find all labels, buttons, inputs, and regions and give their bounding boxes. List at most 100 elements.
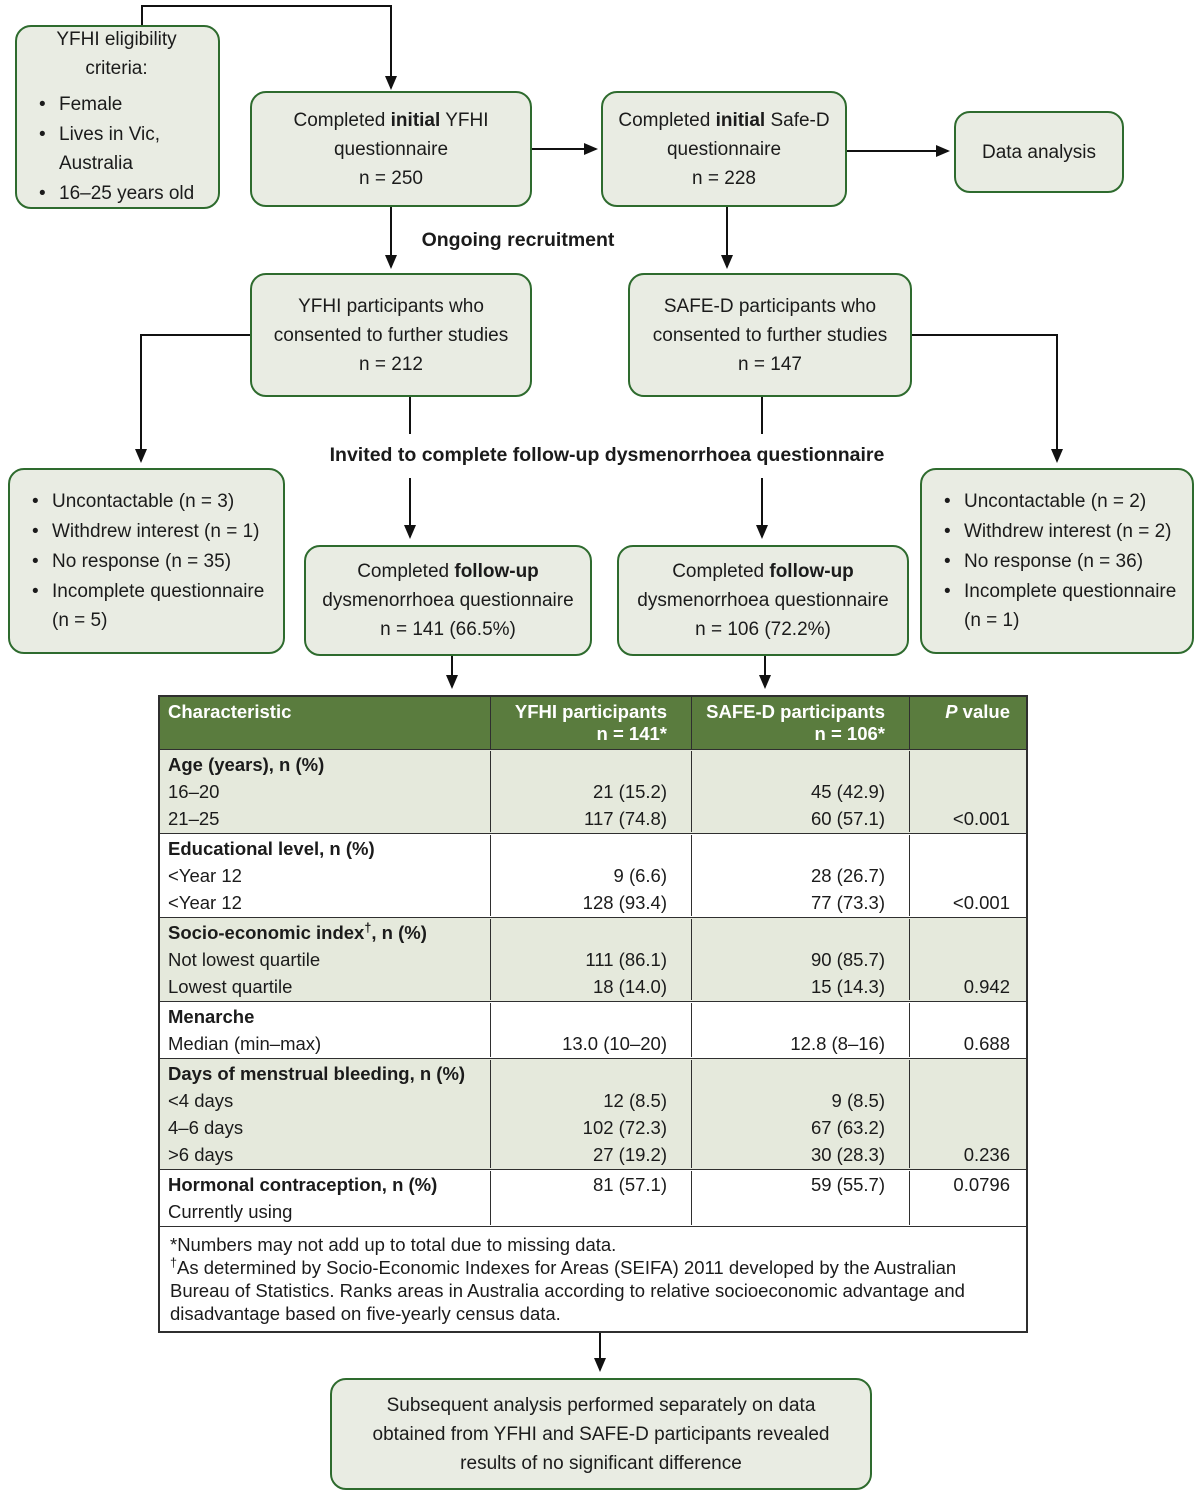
table-cell: 111 (86.1) xyxy=(490,946,691,973)
characteristics-table: Characteristic YFHI participants n = 141… xyxy=(158,695,1028,1333)
table-cell xyxy=(490,1060,691,1087)
table-cell: 0.0796 xyxy=(909,1171,1024,1198)
table-cell: Lowest quartile xyxy=(168,976,293,997)
table-cell xyxy=(909,919,1024,946)
table-footnotes: *Numbers may not add up to total due to … xyxy=(160,1226,1026,1331)
table-cell: 30 (28.3) xyxy=(691,1141,909,1168)
table-cell: 18 (14.0) xyxy=(490,973,691,1000)
table-cell: 67 (63.2) xyxy=(691,1114,909,1141)
box-line: Completed follow-up xyxy=(357,561,539,582)
eligibility-criteria-box: YFHI eligibility criteria: Female Lives … xyxy=(15,25,220,209)
box-line: dysmenorrhoea questionnaire xyxy=(322,590,574,611)
table-cell: 128 (93.4) xyxy=(490,889,691,916)
box-line: n = 141 (66.5%) xyxy=(380,619,516,640)
safed-exclusions-box: Uncontactable (n = 2) Withdrew interest … xyxy=(920,468,1194,654)
table-cell: <0.001 xyxy=(909,889,1024,916)
table-cell xyxy=(490,1198,691,1225)
list-item: Incomplete questionnaire (n = 5) xyxy=(30,577,269,635)
table-cell xyxy=(691,751,909,778)
box-line: consented to further studies xyxy=(652,324,888,346)
table-row: Socio-economic index†, n (%) xyxy=(160,919,1026,946)
eligibility-bullet-list: Female Lives in Vic, Australia 16–25 yea… xyxy=(29,89,204,209)
table-cell xyxy=(691,919,909,946)
table-cell xyxy=(909,1198,1024,1225)
invited-followup-label: Invited to complete follow-up dysmenorrh… xyxy=(329,444,885,466)
list-item: No response (n = 36) xyxy=(942,547,1178,576)
table-cell: 16–20 xyxy=(168,781,220,802)
table-cell xyxy=(691,1003,909,1030)
table-cell: 13.0 (10–20) xyxy=(490,1030,691,1057)
box-line: n = 147 xyxy=(738,353,802,375)
table-row: Educational level, n (%) xyxy=(160,835,1026,862)
table-row: Age (years), n (%) xyxy=(160,751,1026,778)
footnote: †As determined by Socio-Economic Indexes… xyxy=(170,1255,965,1324)
yfhi-followup-box: Completed follow-up dysmenorrhoea questi… xyxy=(304,545,592,656)
table-cell: Educational level, n (%) xyxy=(168,838,375,859)
column-header: SAFE-D participants n = 106* xyxy=(691,697,909,749)
table-group: Days of menstrual bleeding, n (%) <4 days… xyxy=(160,1058,1026,1169)
table-cell: Socio-economic index†, n (%) xyxy=(168,920,427,943)
table-cell: 9 (8.5) xyxy=(691,1087,909,1114)
list-item: No response (n = 35) xyxy=(30,547,269,576)
box-line: Data analysis xyxy=(981,141,1097,163)
table-cell: 45 (42.9) xyxy=(691,778,909,805)
table-cell: 28 (26.7) xyxy=(691,862,909,889)
column-header: Characteristic xyxy=(168,701,292,722)
safed-followup-box: Completed follow-up dysmenorrhoea questi… xyxy=(617,545,909,656)
yfhi-exclusions-list: Uncontactable (n = 3) Withdrew interest … xyxy=(22,486,269,636)
table-cell xyxy=(691,1060,909,1087)
table-cell: 9 (6.6) xyxy=(490,862,691,889)
table-cell: >6 days xyxy=(168,1144,234,1165)
table-row: Days of menstrual bleeding, n (%) xyxy=(160,1060,1026,1087)
table-cell xyxy=(490,835,691,862)
table-cell: 0.688 xyxy=(909,1030,1024,1057)
table-cell: <Year 12 xyxy=(168,865,242,886)
list-item: Lives in Vic, Australia xyxy=(37,120,204,178)
table-cell xyxy=(909,1060,1024,1087)
table-cell xyxy=(691,835,909,862)
table-cell xyxy=(490,751,691,778)
table-cell: 12.8 (8–16) xyxy=(691,1030,909,1057)
ongoing-recruitment-label: Ongoing recruitment xyxy=(421,229,615,251)
safed-initial-questionnaire-box: Completed initial Safe-D questionnaire n… xyxy=(601,91,847,207)
table-cell xyxy=(909,778,1024,805)
box-line: questionnaire xyxy=(666,138,782,160)
table-group: Socio-economic index†, n (%) Not lowest q… xyxy=(160,917,1026,1001)
table-group: Educational level, n (%) <Year 12 9 (6.6)2… xyxy=(160,833,1026,917)
yfhi-initial-questionnaire-box: Completed initial YFHI questionnaire n =… xyxy=(250,91,532,207)
box-line: n = 228 xyxy=(692,167,756,189)
table-row: <Year 12 9 (6.6)28 (26.7) xyxy=(160,862,1026,889)
footnote: *Numbers may not add up to total due to … xyxy=(170,1234,617,1255)
table-cell: Not lowest quartile xyxy=(168,949,321,970)
table-cell: <Year 12 xyxy=(168,892,242,913)
table-cell: Currently using xyxy=(168,1201,293,1222)
table-cell: 21–25 xyxy=(168,808,220,829)
box-line: consented to further studies xyxy=(273,324,509,346)
table-cell: Median (min–max) xyxy=(168,1033,322,1054)
table-cell xyxy=(909,835,1024,862)
final-analysis-box: Subsequent analysis performed separately… xyxy=(330,1378,872,1490)
table-cell: <4 days xyxy=(168,1090,234,1111)
table-cell xyxy=(909,862,1024,889)
table-group: Hormonal contraception, n (%)81 (57.1)59… xyxy=(160,1169,1026,1226)
safed-consent-box: SAFE-D participants who consented to fur… xyxy=(628,273,912,397)
box-line: questionnaire xyxy=(333,138,449,160)
table-cell xyxy=(490,919,691,946)
list-item: Withdrew interest (n = 1) xyxy=(30,517,269,546)
yfhi-exclusions-box: Uncontactable (n = 3) Withdrew interest … xyxy=(8,468,285,654)
eligibility-title: YFHI eligibility criteria: xyxy=(56,29,177,79)
table-cell: 117 (74.8) xyxy=(490,805,691,832)
box-line: SAFE-D participants who xyxy=(663,295,877,317)
table-cell: 0.942 xyxy=(909,973,1024,1000)
table-cell: 27 (19.2) xyxy=(490,1141,691,1168)
table-cell xyxy=(490,1003,691,1030)
list-item: Uncontactable (n = 2) xyxy=(942,487,1178,516)
